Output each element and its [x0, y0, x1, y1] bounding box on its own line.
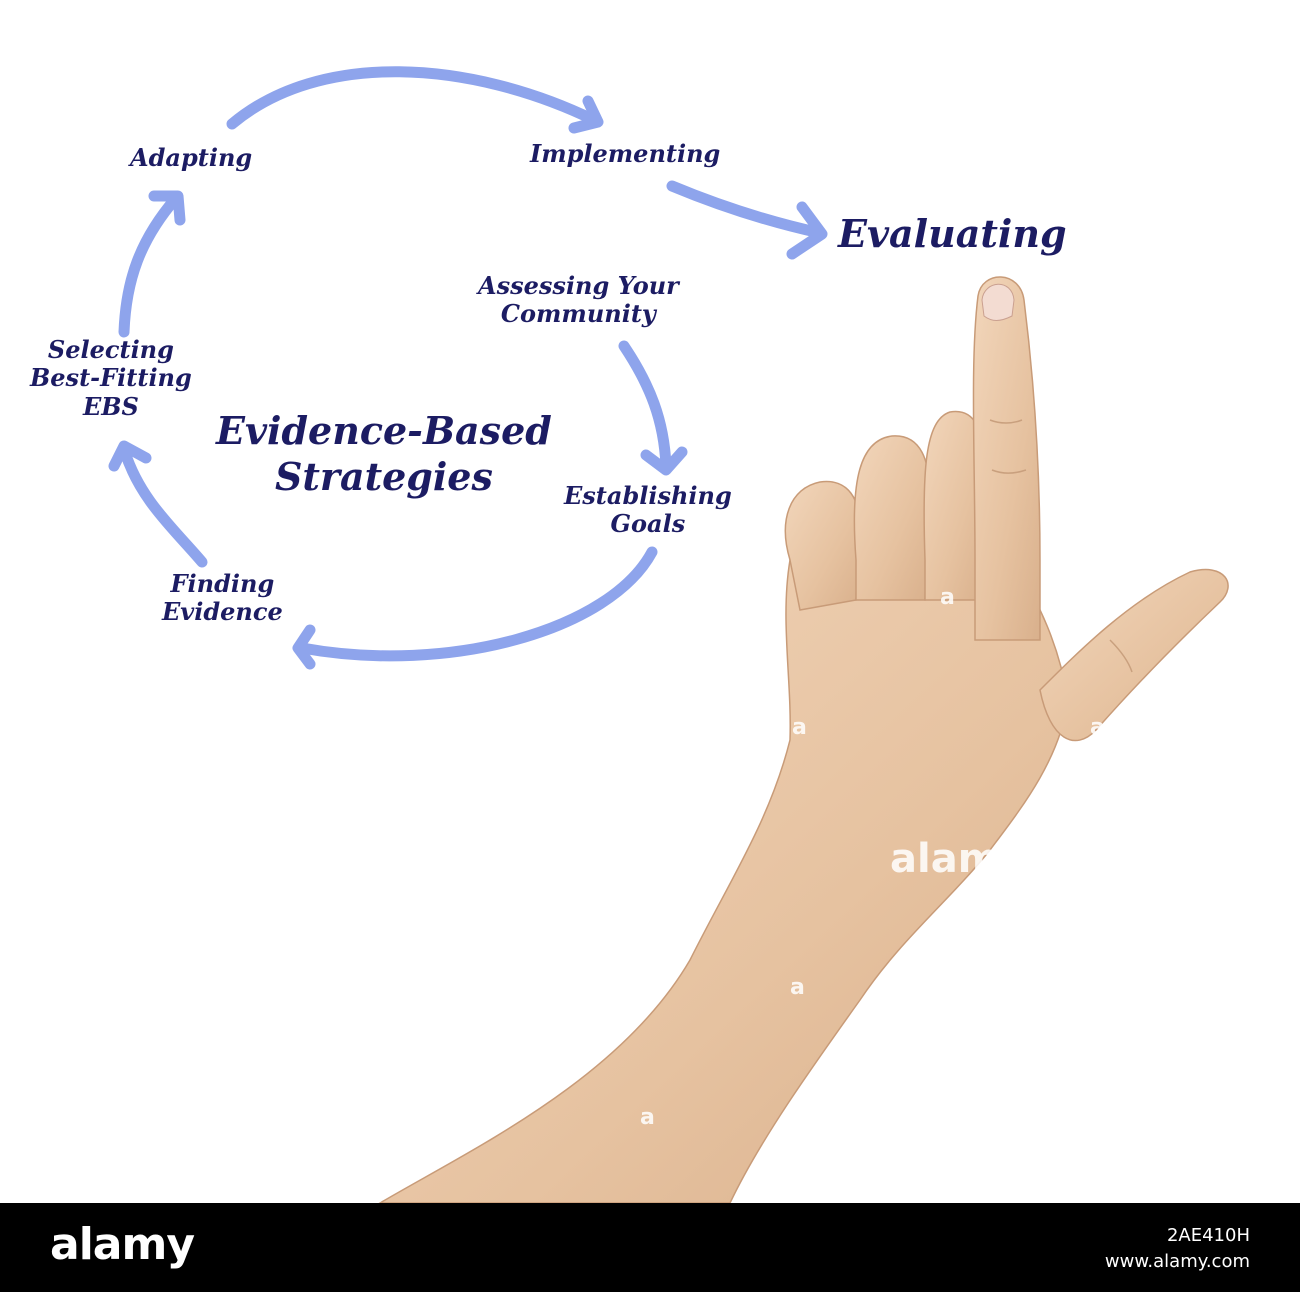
pointing-hand	[377, 276, 1229, 1204]
step-implementing: Implementing	[530, 139, 721, 168]
site-url: www.alamy.com	[1104, 1251, 1250, 1272]
step-establishing-goals: Establishing Goals	[564, 481, 732, 539]
step-selecting-line2: Best-Fitting	[30, 363, 192, 393]
watermark-small-4: a	[790, 975, 805, 1000]
arrow-selecting-to-adapting	[118, 190, 186, 338]
step-finding-line2: Evidence	[162, 597, 283, 627]
diagram-title-line2: Strategies	[274, 454, 493, 500]
diagram-title-line1: Evidence-Based	[216, 408, 552, 453]
arrow-finding-to-selecting	[108, 440, 208, 568]
step-evaluating: Evaluating	[838, 211, 1067, 256]
step-finding-line1: Finding	[170, 569, 275, 598]
step-adapting: Adapting	[130, 143, 253, 172]
arrow-adapting-to-implementing	[226, 66, 604, 134]
watermark-small-1: a	[940, 585, 955, 610]
step-selecting-best-fitting-ebs: Selecting Best-Fitting EBS	[30, 335, 192, 421]
watermark-small-3: a	[1090, 715, 1105, 740]
step-finding-evidence: Finding Evidence	[162, 569, 283, 627]
alamy-logo: alamy	[50, 1219, 195, 1270]
diagram-title: Evidence-Based Strategies	[216, 408, 552, 501]
arrow-implementing-to-evaluating	[666, 180, 828, 260]
arrow-establishing-to-finding	[292, 546, 658, 670]
stock-footer-bar: alamy 2AE410H www.alamy.com	[0, 1203, 1300, 1292]
step-establishing-line1: Establishing	[564, 481, 732, 510]
watermark-small-5: a	[640, 1105, 655, 1130]
image-id: 2AE410H	[1166, 1225, 1250, 1246]
step-assessing-line2: Community	[500, 299, 656, 329]
arrow-assessing-to-establishing	[618, 340, 688, 476]
step-assessing-your-community: Assessing Your Community	[478, 271, 679, 329]
watermark-small-2: a	[792, 715, 807, 740]
step-selecting-line3: EBS	[82, 391, 139, 421]
step-selecting-line1: Selecting	[47, 335, 174, 364]
watermark-center: alamy	[890, 836, 1026, 882]
step-assessing-line1: Assessing Your	[478, 271, 679, 300]
step-establishing-line2: Goals	[610, 509, 686, 539]
